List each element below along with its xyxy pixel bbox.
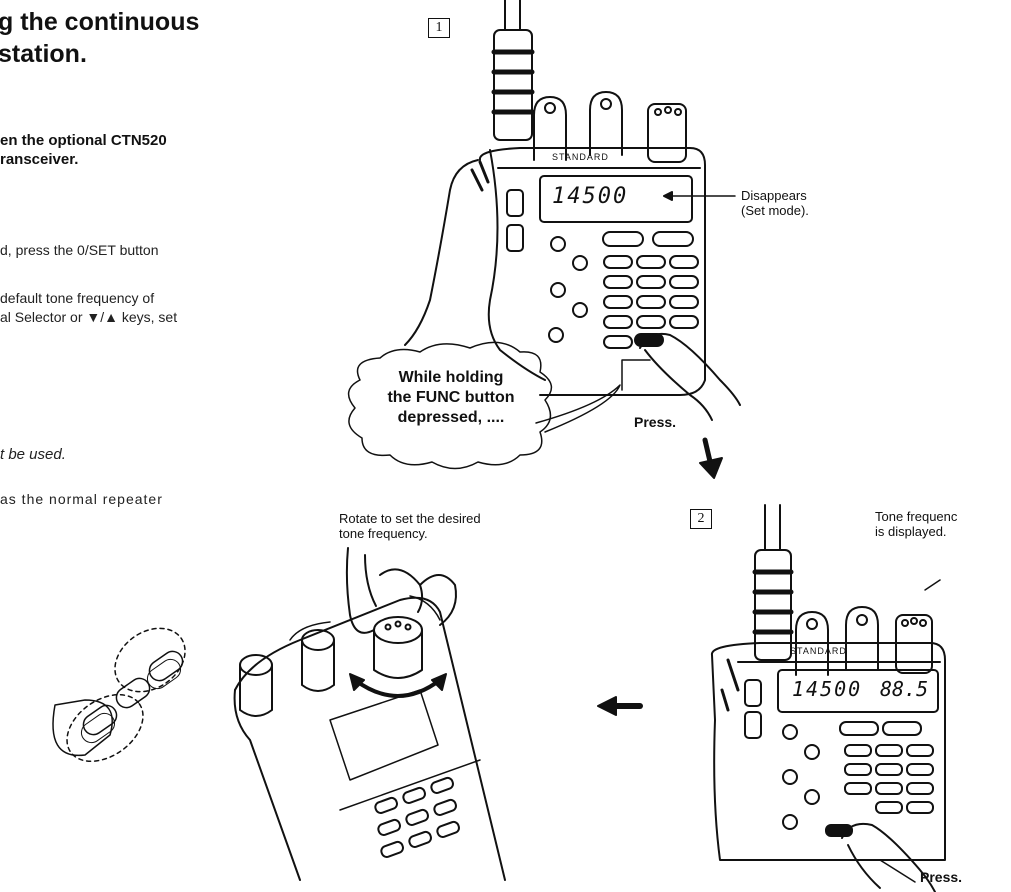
bubble-line-2: the FUNC button — [371, 388, 531, 408]
radio-2-display-tone: 88.5 — [880, 677, 928, 701]
callout-disappears: Disappears (Set mode). — [741, 188, 809, 218]
radio-top-illustration — [405, 0, 740, 420]
bubble-text: While holding the FUNC button depressed,… — [371, 368, 531, 428]
tone-caption-line-2: is displayed. — [875, 524, 957, 539]
press-label-2: Press. — [920, 870, 962, 885]
bubble-line-3: depressed, .... — [371, 408, 531, 428]
step-2-label: 2 — [690, 509, 712, 529]
tone-frequency-caption: Tone frequenc is displayed. — [875, 509, 957, 539]
radio-2-brand: STANDARD — [790, 646, 847, 656]
knob-rotation-illustration — [235, 548, 505, 880]
arrow-keys-detail — [53, 615, 197, 775]
rotate-caption-line-2: tone frequency. — [339, 526, 481, 541]
bubble-line-1: While holding — [371, 368, 531, 388]
rotate-caption-line-1: Rotate to set the desired — [339, 511, 481, 526]
radio-2-display-frequency: 14500 — [792, 677, 862, 701]
radio-1-brand: STANDARD — [552, 152, 609, 162]
tone-caption-line-1: Tone frequenc — [875, 509, 957, 524]
press-label-1: Press. — [634, 415, 676, 430]
rotate-caption: Rotate to set the desired tone frequency… — [339, 511, 481, 541]
callout-disappears-line-2: (Set mode). — [741, 203, 809, 218]
step-1-label: 1 — [428, 18, 450, 38]
callout-disappears-line-1: Disappears — [741, 188, 809, 203]
radio-1-display: 14500 — [552, 184, 628, 209]
